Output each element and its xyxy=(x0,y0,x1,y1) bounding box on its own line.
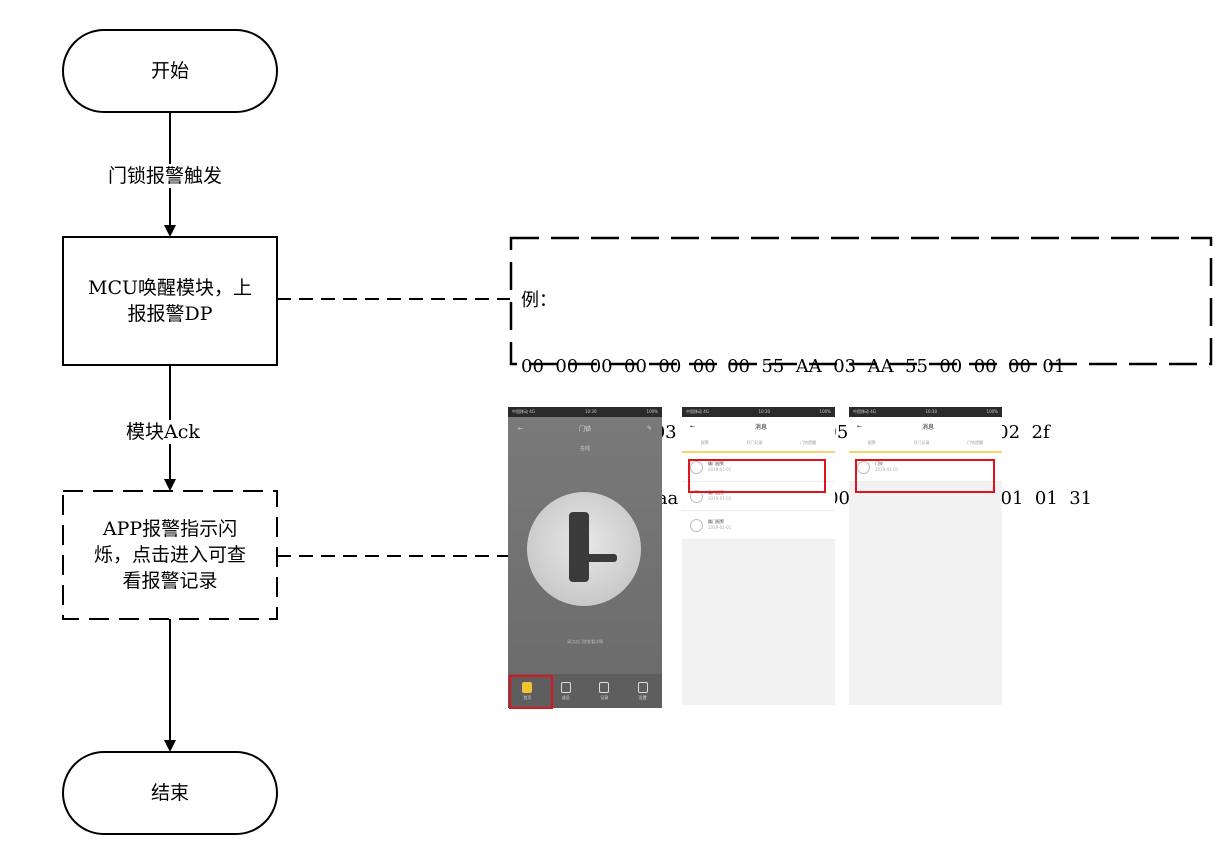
home-icon xyxy=(522,681,533,693)
record-icon xyxy=(599,681,610,693)
example-title: 例： xyxy=(521,290,557,311)
messages-header: ← 消息 xyxy=(849,417,1002,435)
app-label-line1: APP报警指示闪 xyxy=(102,518,238,540)
message-tabs: 报警 开门记录 门铃提醒 xyxy=(849,435,1002,453)
home-header: ← 门锁 ✎ xyxy=(508,417,662,439)
edge-label-ack: 模块Ack xyxy=(124,420,202,444)
status-bar: 中国移动 4G 10:30 100% xyxy=(849,407,1002,417)
bell-icon xyxy=(857,460,870,474)
start-label: 开始 xyxy=(150,60,189,82)
tab-home[interactable]: 首页 xyxy=(514,678,540,704)
status-bar: 中国移动 4G 10:30 100% xyxy=(508,407,662,417)
tab-alarm[interactable]: 报警 xyxy=(867,440,876,445)
end-node-shape xyxy=(62,751,278,835)
tab-alarm[interactable]: 报警 xyxy=(700,440,709,445)
mcu-node-shape xyxy=(62,236,278,366)
app-screenshot-home: 中国移动 4G 10:30 100% ← 门锁 ✎ 在线 请点击门锁查看详情 首… xyxy=(508,407,662,708)
tab-members[interactable]: 成员 xyxy=(553,678,579,704)
tab-doorbell[interactable]: 门铃提醒 xyxy=(967,440,984,445)
mcu-label-line2: 报报警DP xyxy=(127,303,213,325)
home-title: 门锁 xyxy=(578,425,591,433)
tab-unlock-records[interactable]: 开门记录 xyxy=(913,440,930,445)
back-icon[interactable]: ← xyxy=(690,422,696,430)
home-subtitle: 在线 xyxy=(579,446,590,452)
messages-title: 消息 xyxy=(922,423,935,431)
back-icon[interactable]: ← xyxy=(518,424,524,432)
alarm-icon xyxy=(690,518,703,532)
tab-unlock-records[interactable]: 开门记录 xyxy=(746,440,763,445)
edit-icon[interactable]: ✎ xyxy=(646,424,652,432)
app-node: APP报警指示闪 烁，点击进入可查 看报警记录 xyxy=(63,491,277,619)
edge-label-trigger: 门锁报警触发 xyxy=(106,164,225,188)
app-label-line2: 烁，点击进入可查 xyxy=(93,544,246,566)
app-node-shape xyxy=(62,490,278,620)
back-icon[interactable]: ← xyxy=(857,422,863,430)
alarm-icon xyxy=(690,460,703,474)
message-tabs: 报警 开门记录 门铃提醒 xyxy=(682,435,835,453)
end-label: 结束 xyxy=(150,782,189,804)
lock-handle-icon xyxy=(579,554,617,562)
highlight-home-tab xyxy=(509,675,553,709)
tab-bar: 首页 成员 记录 设置 xyxy=(508,674,662,708)
app-screenshot-alarm-list: 中国移动 4G 10:30 100% ← 消息 报警 开门记录 门铃提醒 撬门报… xyxy=(682,407,835,705)
example-box xyxy=(509,236,1213,366)
door-lock-icon xyxy=(569,512,589,582)
tab-doorbell[interactable]: 门铃提醒 xyxy=(800,440,817,445)
mcu-node: MCU唤醒模块，上 报报警DP xyxy=(63,237,277,365)
messages-header: ← 消息 xyxy=(682,417,835,435)
tab-records[interactable]: 记录 xyxy=(591,678,617,704)
messages-title: 消息 xyxy=(755,423,768,431)
user-icon xyxy=(560,681,571,693)
alarm-icon xyxy=(690,489,703,503)
app-label-line3: 看报警记录 xyxy=(122,570,218,592)
highlight-doorbell-item xyxy=(855,459,995,493)
home-hint: 请点击门锁查看详情 xyxy=(567,639,603,644)
example-line-1: 00 00 00 00 00 00 00 55 AA 03 AA 55 00 0… xyxy=(521,356,1066,377)
tab-settings[interactable]: 设置 xyxy=(630,678,656,704)
settings-icon xyxy=(637,681,648,693)
mcu-label-line1: MCU唤醒模块，上 xyxy=(87,277,252,299)
highlight-alarm-item xyxy=(688,459,826,493)
status-bar: 中国移动 4G 10:30 100% xyxy=(682,407,835,417)
lock-circle[interactable] xyxy=(527,492,641,606)
